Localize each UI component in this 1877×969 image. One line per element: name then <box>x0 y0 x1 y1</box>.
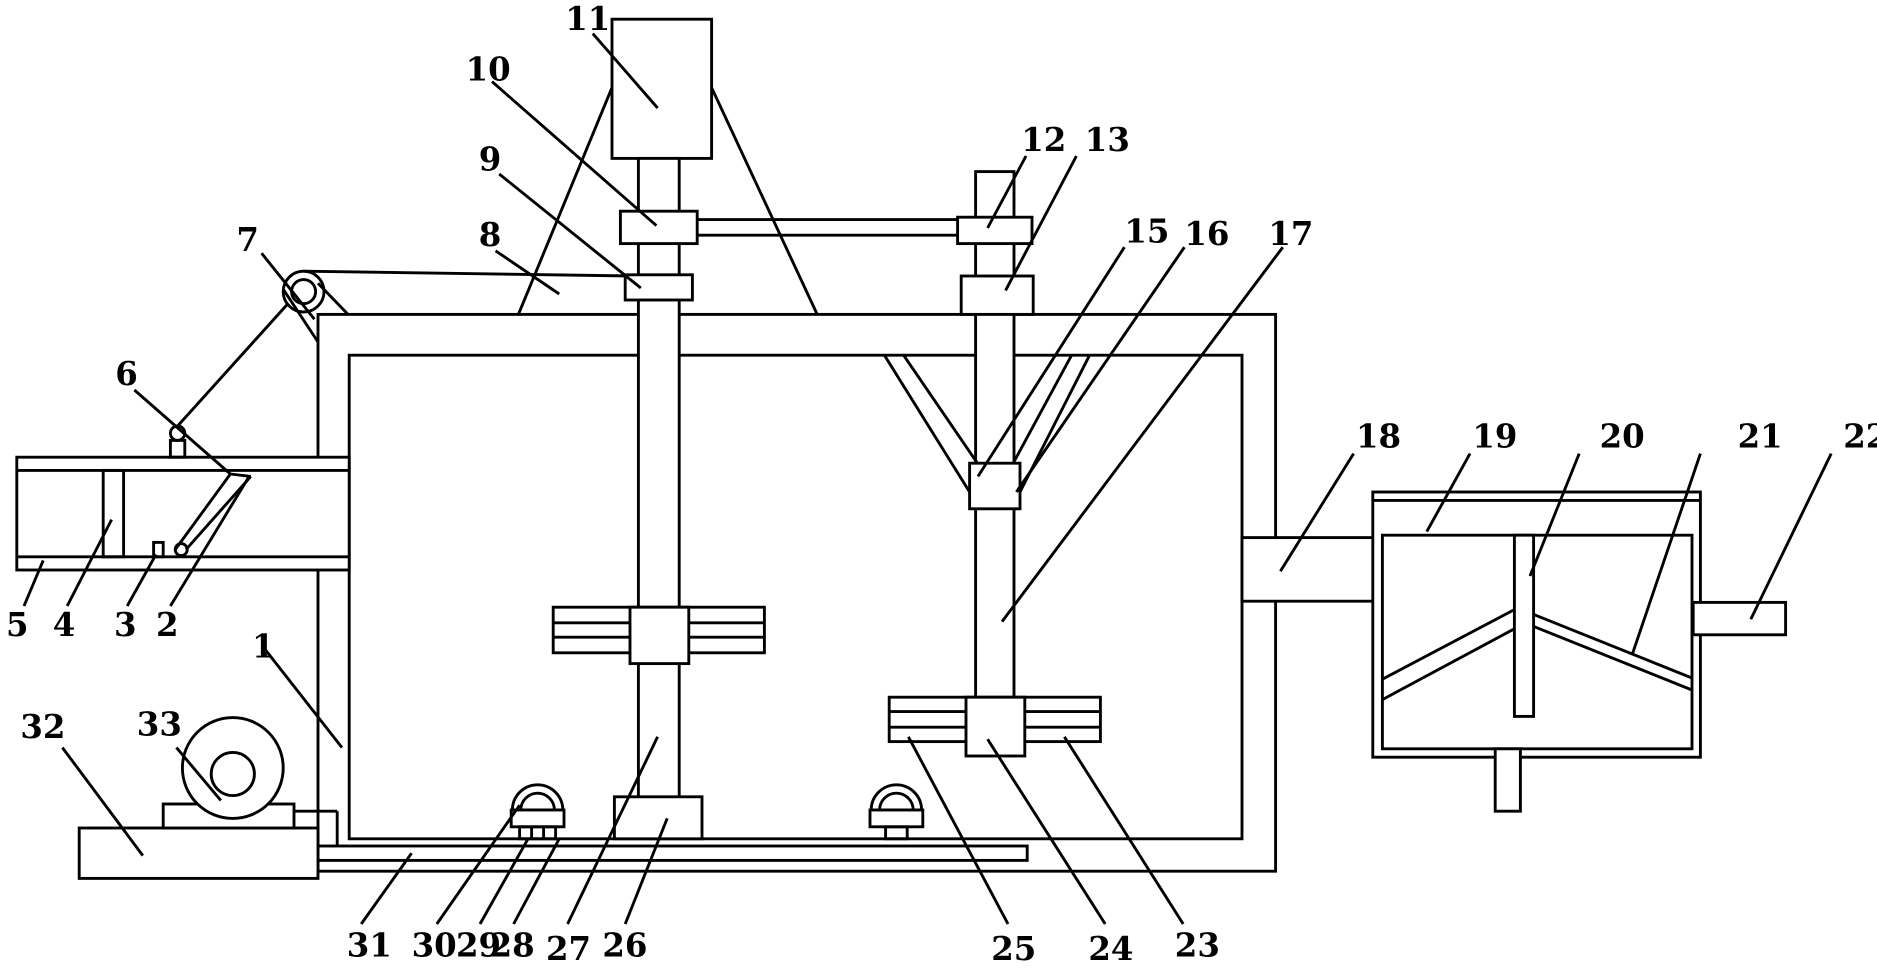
main-tank <box>316 312 1278 873</box>
label-5: 5 <box>6 606 29 644</box>
flap-plate <box>174 473 232 551</box>
motor-box <box>610 17 714 160</box>
label-4: 4 <box>53 606 76 644</box>
nozzle-right-dome <box>869 783 924 812</box>
motor-frame <box>517 17 819 316</box>
sensor-block <box>152 540 165 559</box>
label-8: 8 <box>479 216 502 254</box>
nozzle-left-dome <box>510 783 565 812</box>
hopper-left-inner <box>902 354 986 474</box>
main-shaft <box>551 156 958 841</box>
settling-tank <box>1240 490 1788 813</box>
label-32: 32 <box>20 708 65 746</box>
label-24: 24 <box>1088 930 1133 968</box>
driven-gear <box>956 215 1034 246</box>
hopper-left-outer <box>883 354 971 493</box>
label-25: 25 <box>991 930 1036 968</box>
outlet-pipe <box>1240 536 1384 603</box>
gear-collar-upper <box>618 209 699 246</box>
inlet-pipe <box>15 424 351 572</box>
rope-down <box>176 302 290 427</box>
lower-blade-hub <box>964 695 1027 758</box>
label-29: 29 <box>456 926 501 964</box>
label-13: 13 <box>1085 121 1130 159</box>
discharge-pipe <box>1691 600 1788 637</box>
aeration-system <box>77 716 1029 880</box>
label-11: 11 <box>565 0 610 38</box>
label-16: 16 <box>1184 215 1229 253</box>
blade-hub <box>628 605 691 666</box>
hopper-outlet <box>968 461 1022 511</box>
label-28: 28 <box>490 926 535 964</box>
label-12: 12 <box>1021 121 1066 159</box>
label-21: 21 <box>1738 418 1783 456</box>
label-15: 15 <box>1124 212 1169 250</box>
label-1: 1 <box>252 628 275 666</box>
leader-lines <box>22 32 1833 925</box>
label-18: 18 <box>1356 418 1401 456</box>
baffle-plate <box>1512 533 1536 718</box>
shaft-bearing-top <box>959 274 1035 316</box>
label-23: 23 <box>1175 926 1220 964</box>
label-6: 6 <box>115 355 138 393</box>
label-7: 7 <box>236 221 259 259</box>
label-33: 33 <box>137 706 182 744</box>
inlet-gate-plate <box>101 468 126 559</box>
shaft-bearing-seat <box>612 795 704 841</box>
part-labels: 1 2 3 4 5 6 7 8 9 10 11 12 13 15 16 17 1… <box>6 0 1877 968</box>
label-2: 2 <box>156 606 179 644</box>
drain-pipe <box>1493 747 1522 813</box>
label-9: 9 <box>479 140 502 178</box>
label-22: 22 <box>1843 418 1877 456</box>
label-20: 20 <box>1600 418 1645 456</box>
label-17: 17 <box>1268 215 1313 253</box>
label-26: 26 <box>602 926 647 964</box>
label-10: 10 <box>466 50 511 88</box>
rope-top <box>303 269 633 278</box>
pulley-assembly <box>176 269 633 427</box>
gear-collar-lower <box>623 273 694 302</box>
label-19: 19 <box>1472 418 1517 456</box>
air-pipe <box>316 844 1029 862</box>
label-27: 27 <box>546 930 591 968</box>
label-3: 3 <box>114 606 137 644</box>
label-30: 30 <box>412 926 457 964</box>
hopper-right-inner <box>1006 354 1073 474</box>
pump-base <box>77 826 320 880</box>
label-31: 31 <box>347 926 392 964</box>
secondary-shaft <box>883 170 1102 758</box>
pump-fan <box>180 716 285 820</box>
